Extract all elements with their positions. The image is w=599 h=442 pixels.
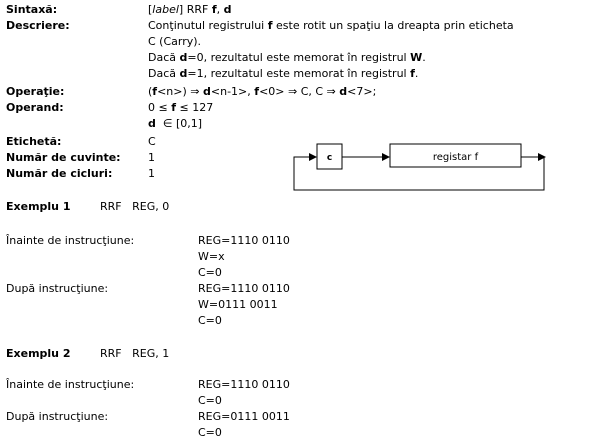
op-d: d: [203, 85, 211, 98]
desc-text: .: [414, 67, 419, 80]
desc-text: .: [422, 51, 426, 64]
description-label: Descriere:: [6, 19, 70, 32]
example1-title: Exemplu 1: [6, 200, 71, 213]
op-text: (: [148, 85, 153, 98]
example1-instruction: RRF REG, 0: [100, 200, 170, 213]
desc-w: W: [410, 51, 423, 64]
example1-before-1: W=x: [198, 250, 225, 263]
words-label: Număr de cuvinte:: [6, 151, 121, 164]
desc-text: Conţinutul registrului: [148, 19, 268, 32]
desc-text: Dacă: [148, 51, 180, 64]
cycles-label: Număr de cicluri:: [6, 167, 113, 180]
operand-line-1: 0 ≤ f ≤ 127: [148, 100, 213, 116]
desc-text: este rotit un spaţiu la dreapta prin eti…: [272, 19, 514, 32]
carry-label: c: [327, 153, 332, 163]
example1-before-0: REG=1110 0110: [198, 234, 290, 247]
syntax-label-word: label: [152, 3, 179, 16]
op-text: <0> ⇒ C, C ⇒: [259, 85, 340, 98]
example2-after-1: C=0: [198, 426, 222, 439]
example2-after-0: REG=0111 0011: [198, 410, 290, 423]
syntax-d: d: [223, 3, 232, 16]
rotate-diagram: c registar f: [293, 143, 546, 191]
operand-d: d: [148, 117, 156, 130]
desc-text: =1, rezultatul este memorat în registrul: [187, 67, 411, 80]
example2-title: Exemplu 2: [6, 347, 71, 360]
op-text: <n>) ⇒: [157, 85, 204, 98]
example1-after-1: W=0111 0011: [198, 298, 278, 311]
cycles-value: 1: [148, 167, 155, 180]
example2-instruction: RRF REG, 1: [100, 347, 170, 360]
description-line-1: Conţinutul registrului f este rotit un s…: [148, 18, 514, 34]
example2-after-label: După instrucţiune:: [6, 410, 109, 423]
desc-f: f: [410, 67, 415, 80]
example1-after-label: După instrucţiune:: [6, 282, 109, 295]
op-d: d: [339, 85, 348, 98]
op-f: f: [152, 85, 158, 98]
words-value: 1: [148, 151, 155, 164]
operation-value: (f<n>) ⇒ d<n-1>, f<0> ⇒ C, C ⇒ d<7>;: [148, 84, 376, 100]
example1-after-2: C=0: [198, 314, 222, 327]
description-line-3: Dacă d=0, rezultatul este memorat în reg…: [148, 50, 426, 66]
example1-before-label: Înainte de instrucţiune:: [6, 234, 135, 247]
syntax-f: f: [211, 3, 217, 16]
syntax-label: Sintaxă:: [6, 3, 58, 16]
syntax-value: [label] RRF f, d: [148, 3, 232, 16]
flag-value: C: [148, 135, 156, 148]
desc-text: =0, rezultatul este memorat în registrul: [187, 51, 411, 64]
desc-text: Dacă: [148, 67, 180, 80]
operand-label: Operand:: [6, 101, 64, 114]
register-label: registar f: [433, 152, 479, 163]
description-line-2: C (Carry).: [148, 35, 202, 48]
carry-box: [316, 143, 343, 170]
operand-text: 0 ≤: [148, 101, 172, 114]
operand-line-2: d ∈ [0,1]: [148, 116, 202, 132]
op-text: <7>;: [347, 85, 377, 98]
description-line-4: Dacă d=1, rezultatul este memorat în reg…: [148, 66, 418, 82]
example2-before-label: Înainte de instrucţiune:: [6, 378, 135, 391]
operand-text: ∈ [0,1]: [155, 117, 203, 130]
op-f: f: [254, 85, 260, 98]
example2-before-1: C=0: [198, 394, 222, 407]
desc-f: f: [267, 19, 273, 32]
desc-d: d: [179, 67, 188, 80]
example2-before-0: REG=1110 0110: [198, 378, 290, 391]
op-text: <n-1>,: [210, 85, 255, 98]
example1-before-2: C=0: [198, 266, 222, 279]
example1-after-0: REG=1110 0110: [198, 282, 290, 295]
desc-d: d: [179, 51, 188, 64]
operand-f: f: [171, 101, 177, 114]
operand-text: ≤ 127: [176, 101, 214, 114]
syntax-mnemonic: RRF: [186, 3, 209, 16]
flag-label: Etichetă:: [6, 135, 62, 148]
loop-line: [293, 153, 545, 191]
register-box: [389, 143, 522, 168]
operation-label: Operaţie:: [6, 85, 65, 98]
